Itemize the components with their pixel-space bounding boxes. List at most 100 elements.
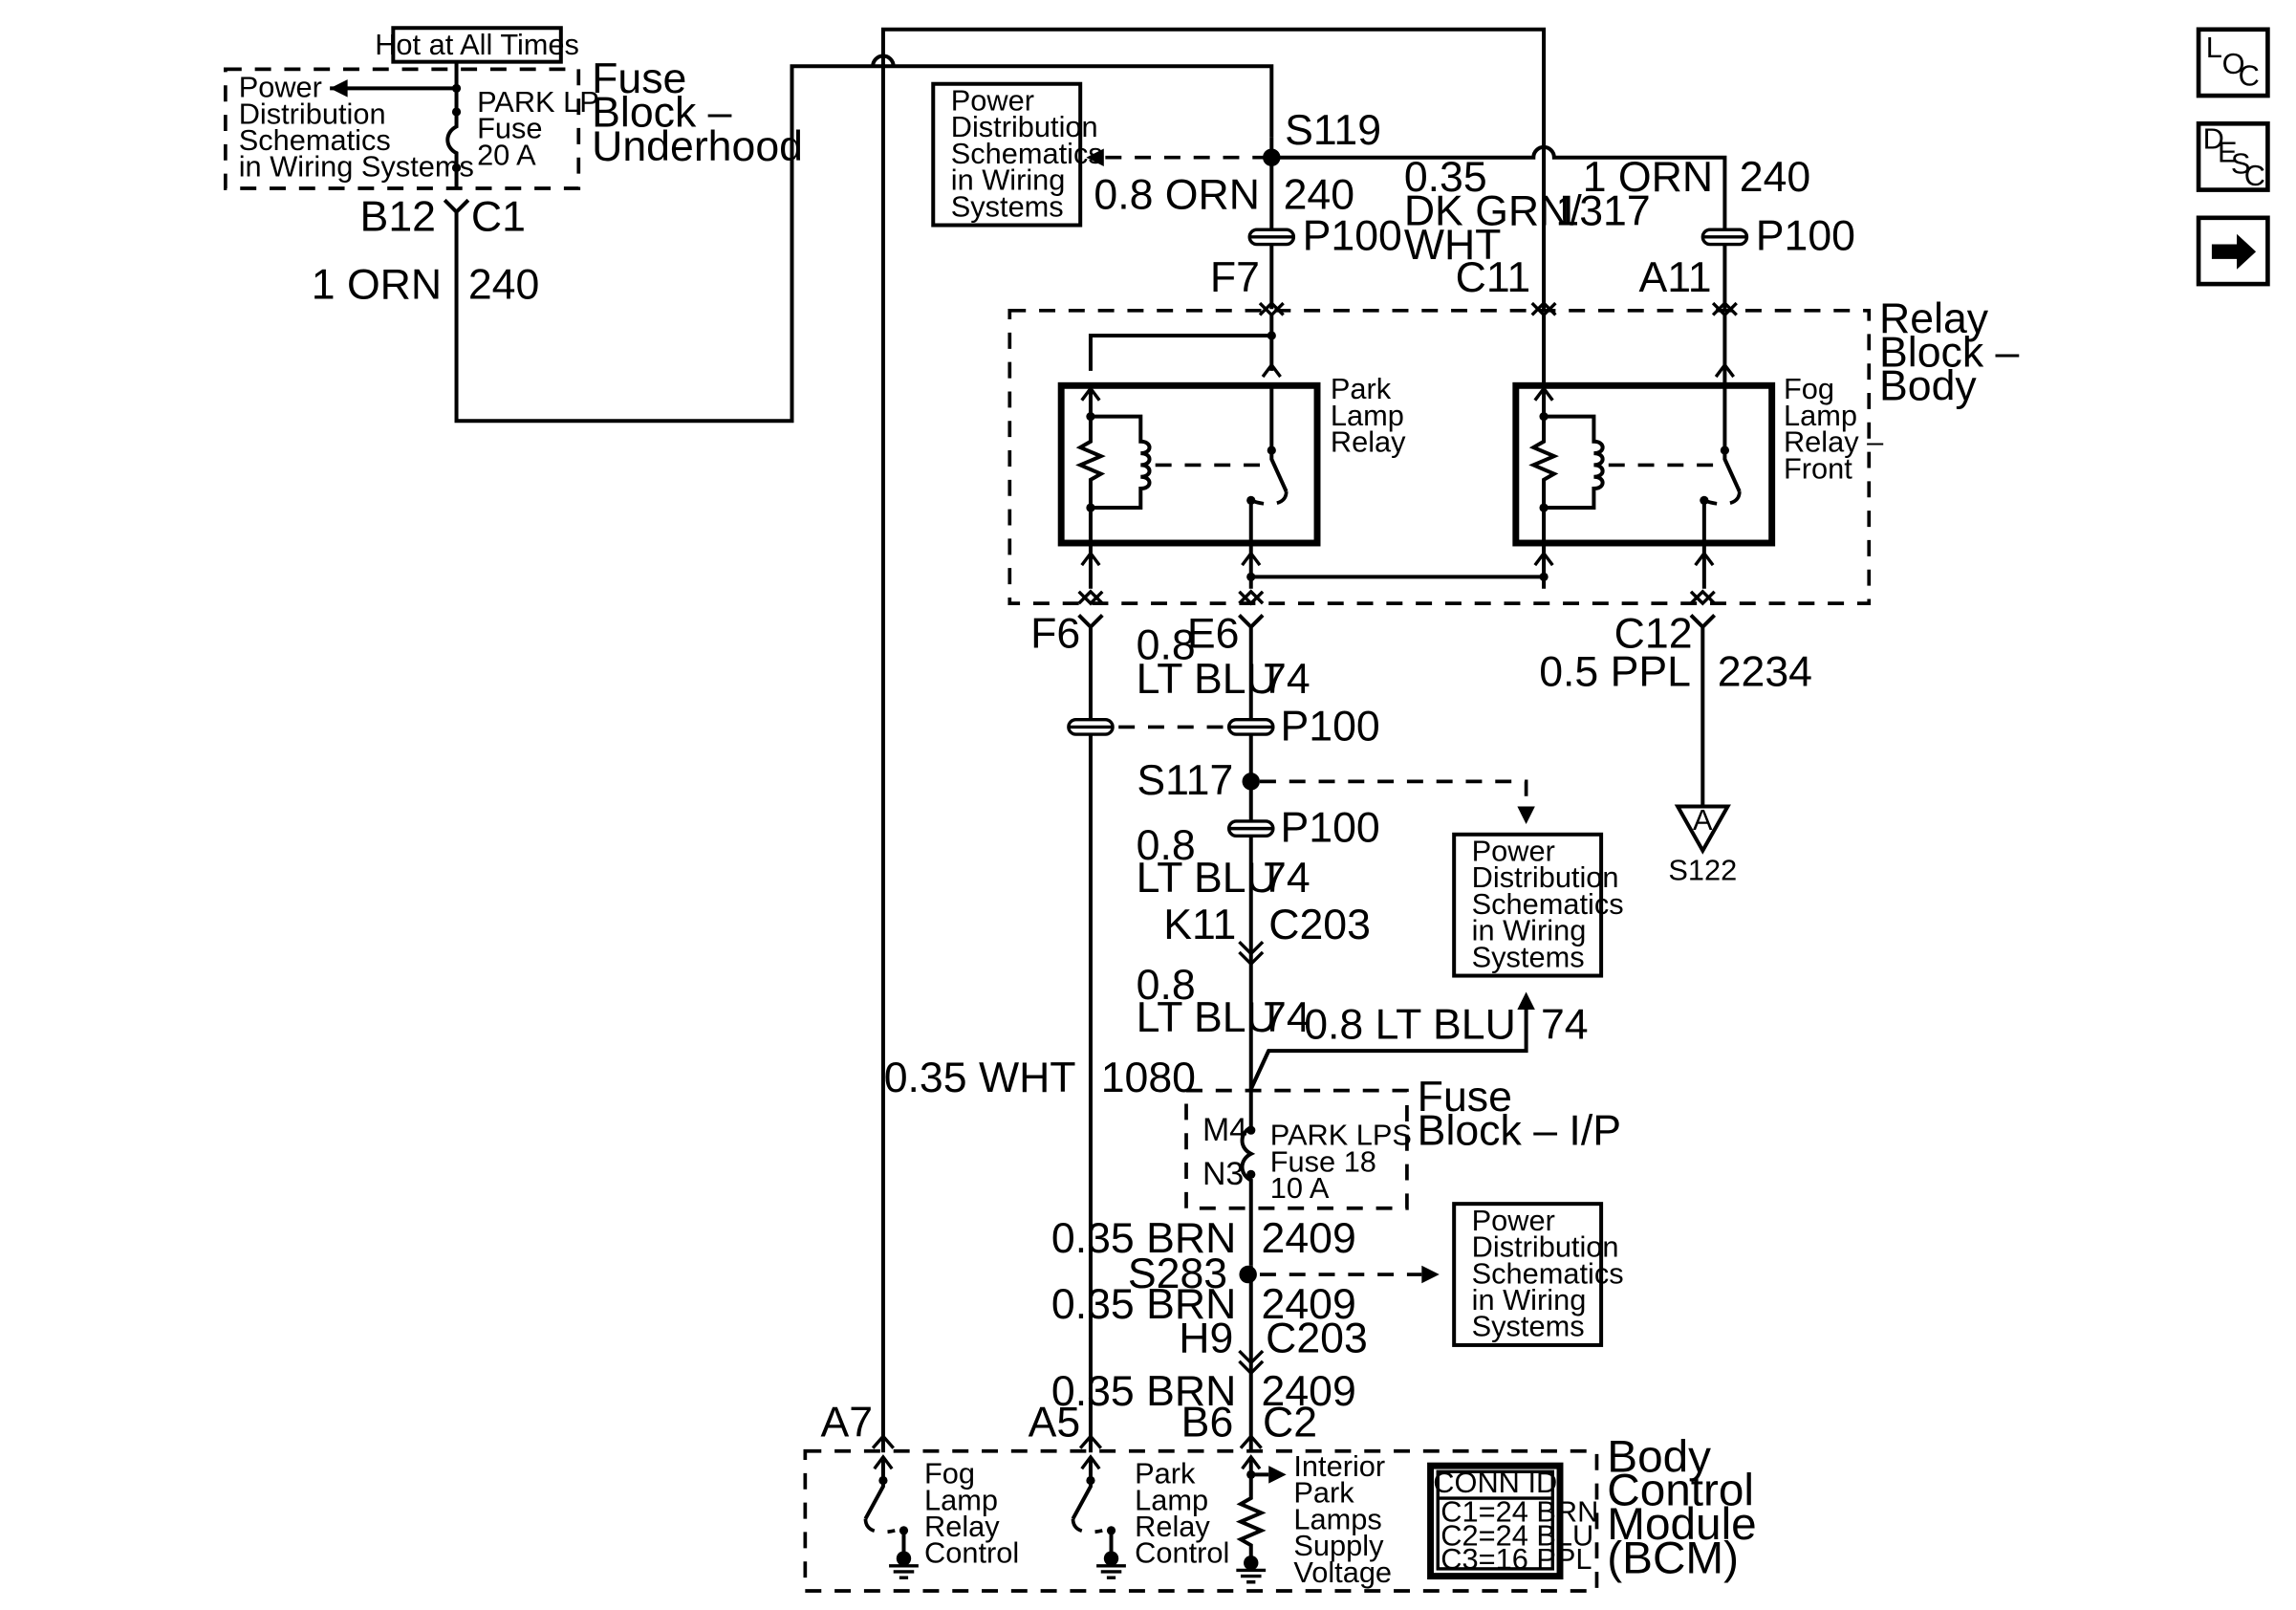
- power-dist-s283-line2: Distribution: [1472, 1230, 1619, 1264]
- wire-1317-gauge-3: WHT: [1404, 222, 1502, 269]
- wire-1080: [1077, 614, 1104, 1453]
- bcm-park-ctrl-3: Relay: [1135, 1510, 1210, 1543]
- bcm-pin-a5: A5: [1029, 1399, 1081, 1446]
- power-dist-top-line5: Systems: [951, 189, 1064, 223]
- underhood-power-dist-line1: Power: [239, 71, 322, 104]
- splice-s119-label: S119: [1285, 107, 1381, 154]
- pin-c12: C12: [1614, 610, 1693, 657]
- connector-b12-pin: B12: [360, 194, 436, 241]
- power-dist-top-line4: in Wiring: [951, 163, 1066, 197]
- wire-2409-b-circuit: 2409: [1262, 1281, 1356, 1328]
- wire-74-a-gauge-2: LT BLU: [1137, 656, 1277, 703]
- park-lps-fuse-line1: PARK LPS: [1270, 1119, 1412, 1152]
- loc-letter-l: L: [2206, 31, 2222, 64]
- splice-s283-label: S283: [1128, 1251, 1227, 1297]
- power-dist-s283-line1: Power: [1472, 1204, 1555, 1237]
- conn-id-row-2: C2=24 BLU: [1440, 1518, 1593, 1552]
- park-control-switch: [1071, 1459, 1093, 1520]
- park-lp-fuse-line1: PARK LP: [477, 85, 599, 119]
- bcm-title-1: Body: [1607, 1431, 1711, 1482]
- interior-sense-resistor: [1235, 1459, 1267, 1563]
- power-dist-s283-line5: Systems: [1472, 1310, 1585, 1343]
- park-relay-label-3: Relay: [1331, 425, 1406, 459]
- wire-2409-a-gauge: 0.35 BRN: [1051, 1215, 1236, 1262]
- wire-74-c-gauge-1: 0.8: [1137, 962, 1196, 1009]
- arrow-down-icon: [1517, 806, 1535, 825]
- arrow-left-icon: [1086, 148, 1104, 166]
- connector-c1-name: C1: [471, 194, 526, 241]
- park-relay-label-1: Park: [1331, 372, 1392, 405]
- wire-2234: [1689, 614, 1717, 807]
- underhood-power-dist-line2: Distribution: [239, 97, 386, 130]
- loc-button[interactable]: L O C: [2196, 27, 2270, 98]
- bcm-park-ctrl-1: Park: [1135, 1457, 1196, 1490]
- inline-p100-f7-label: P100: [1303, 213, 1402, 260]
- body-control-module: Body Control Module (BCM) A7 A5 B6 C2 Fo…: [803, 1399, 1757, 1593]
- bcm-interior-4: Supply: [1293, 1529, 1384, 1562]
- splice-s122-connector: A: [1693, 803, 1713, 837]
- wire-2409-b-gauge: 0.35 BRN: [1051, 1281, 1236, 1328]
- loc-letter-o: O: [2222, 47, 2245, 80]
- relay-coil-winding: [1090, 414, 1152, 511]
- bcm-title-4: (BCM): [1607, 1534, 1739, 1584]
- bcm-interior-1: Interior: [1293, 1449, 1385, 1483]
- power-dist-box-s117: Power Distribution Schematics in Wiring …: [1452, 832, 1624, 978]
- fog-control-switch: [863, 1459, 885, 1520]
- wire-74-b-gauge-1: 0.8: [1137, 822, 1196, 869]
- next-button[interactable]: [2196, 215, 2270, 287]
- bcm-park-ctrl-2: Lamp: [1135, 1483, 1208, 1516]
- wire-240-fog: [1271, 145, 1727, 310]
- connector-c203-h9: C203: [1266, 1316, 1368, 1362]
- pin-a11: A11: [1638, 254, 1711, 301]
- wire-2234-gauge: 0.5 PPL: [1539, 648, 1691, 695]
- park-lps-fuse-line3: 10 A: [1270, 1171, 1330, 1205]
- fuse-block-ip-title-1: Fuse: [1418, 1074, 1512, 1120]
- wire-74-b-gauge-2: LT BLU: [1137, 855, 1277, 902]
- desc-letter-d: D: [2203, 121, 2224, 155]
- fuse-block-underhood-title-3: Underhood: [592, 123, 803, 170]
- relay-block-title-3: Body: [1879, 363, 1977, 410]
- wire-74-b-circuit: 74: [1263, 855, 1310, 902]
- fuse-block-ip: M4 N3 PARK LPS Fuse 18 10 A Fuse Block –…: [1184, 1050, 1621, 1266]
- ground-icon: [1096, 1564, 1126, 1579]
- desc-button[interactable]: D E S C: [2196, 120, 2270, 192]
- arrow-left-icon: [330, 79, 348, 98]
- fuse-block-underhood-title-2: Block –: [592, 89, 732, 136]
- power-dist-s117-line3: Schematics: [1472, 887, 1624, 921]
- wire-1317-gauge-2: DK GRN/: [1404, 188, 1583, 235]
- bcm-fog-ctrl-1: Fog: [924, 1457, 975, 1490]
- pin-f6: F6: [1030, 610, 1080, 657]
- park-relay-label-2: Lamp: [1331, 399, 1404, 432]
- inline-p100-b-label: P100: [1281, 804, 1380, 851]
- inline-connector-p100-f7: [1247, 228, 1296, 247]
- arrow-up-icon: [1517, 991, 1535, 1010]
- wire-240-circuit: 240: [468, 261, 539, 308]
- wire-1-orn-gauge: 1 ORN: [312, 261, 442, 308]
- power-dist-s117-line1: Power: [1472, 834, 1555, 867]
- relay-block-body: Relay Block – Body: [1007, 295, 2020, 606]
- fuse-block-ip-title-2: Block – I/P: [1418, 1108, 1621, 1155]
- wire-2234-circuit: 2234: [1718, 648, 1812, 695]
- fuse-block-underhood-title-1: Fuse: [592, 55, 686, 102]
- fog-relay-label-2: Lamp: [1784, 399, 1857, 432]
- pin-f7: F7: [1210, 254, 1260, 301]
- wire-74: [1238, 614, 1265, 971]
- pin-e6: E6: [1187, 610, 1240, 657]
- splice-dot: [1242, 772, 1260, 791]
- wire-08-orn-gauge: 0.8 ORN: [1094, 172, 1260, 219]
- power-dist-s117-line2: Distribution: [1472, 860, 1619, 894]
- fuse-pin-n3: N3: [1202, 1156, 1244, 1192]
- desc-letter-s: S: [2231, 147, 2251, 181]
- connector-c203-symbol: [1238, 940, 1265, 967]
- power-dist-top-line1: Power: [951, 83, 1034, 117]
- fuse-pin-m4: M4: [1202, 1112, 1247, 1148]
- relay-block-title-2: Block –: [1879, 329, 2020, 376]
- wire-2409-a-circuit: 2409: [1262, 1215, 1356, 1262]
- fog-lamp-relay: Fog Lamp Relay – Front: [1246, 315, 1884, 589]
- wire-1080-gauge: 0.35 WHT: [884, 1055, 1076, 1101]
- park-lamp-relay: Park Lamp Relay: [1057, 315, 1406, 589]
- bcm-pin-b6: B6: [1181, 1399, 1234, 1446]
- arrow-right-icon: [1268, 1466, 1287, 1484]
- splice-s117: S117: [1137, 757, 1535, 825]
- power-dist-box-s283: Power Distribution Schematics in Wiring …: [1452, 1202, 1624, 1347]
